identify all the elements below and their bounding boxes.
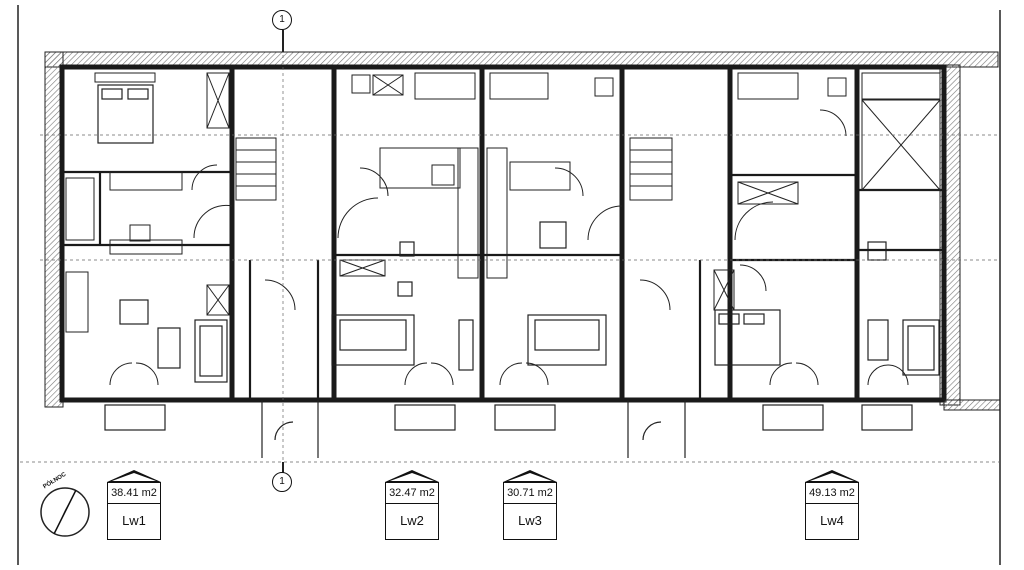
unit-card-lw4: 49.13 m2 Lw4 — [805, 482, 859, 540]
section-marker-bottom: 1 — [272, 472, 292, 492]
door-swings — [109, 109, 909, 386]
beds — [97, 84, 781, 366]
building-outline — [59, 64, 947, 403]
dimension-lines — [20, 25, 1000, 470]
kitchen-counters — [109, 147, 571, 279]
stairs — [235, 137, 673, 201]
top-windows — [94, 72, 941, 100]
furniture — [119, 221, 940, 383]
unit-area: 38.41 m2 — [108, 483, 160, 504]
balconies — [104, 400, 913, 458]
unit-area: 30.71 m2 — [504, 483, 556, 504]
partition-walls — [62, 170, 944, 400]
unit-card-lw3: 30.71 m2 Lw3 — [503, 482, 557, 540]
roof-icon — [805, 470, 859, 482]
unit-label: Lw1 — [122, 513, 146, 528]
bathroom-fixtures — [65, 74, 847, 333]
unit-card-lw1: 38.41 m2 Lw1 — [107, 482, 161, 540]
north-arrow — [40, 487, 90, 537]
section-marker-top: 1 — [272, 10, 292, 30]
unit-label: Lw4 — [820, 513, 844, 528]
unit-area: 32.47 m2 — [386, 483, 438, 504]
right-annex-wall — [943, 399, 1001, 411]
cabinets — [206, 72, 941, 316]
roof-icon — [107, 470, 161, 482]
interior-walls — [229, 67, 860, 400]
roof-icon — [385, 470, 439, 482]
unit-label: Lw2 — [400, 513, 424, 528]
roof-icon — [503, 470, 557, 482]
unit-label: Lw3 — [518, 513, 542, 528]
unit-area: 49.13 m2 — [806, 483, 858, 504]
unit-card-lw2: 32.47 m2 Lw2 — [385, 482, 439, 540]
